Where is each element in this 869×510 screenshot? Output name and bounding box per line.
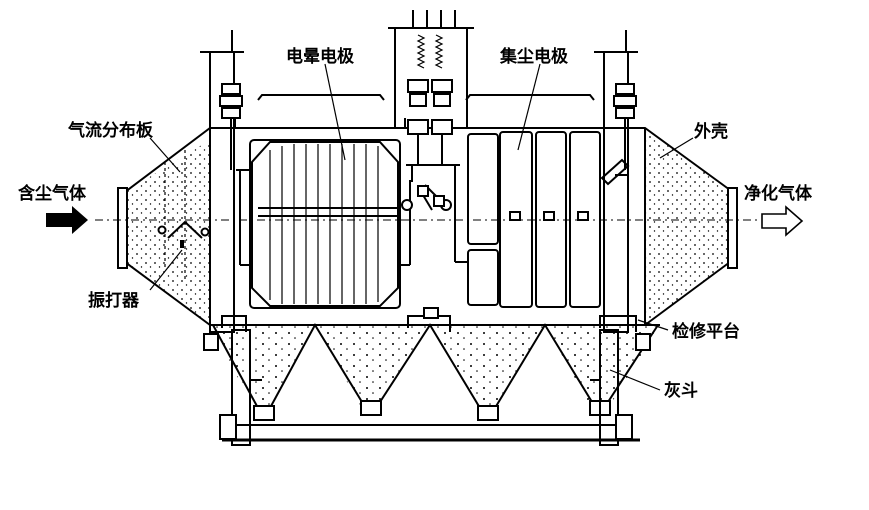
maintenance-platforms: [203, 307, 651, 351]
label-rapper: 振打器: [88, 290, 140, 311]
ash-hoppers: [210, 322, 660, 421]
label-ash-hopper: 灰斗: [664, 380, 698, 401]
label-gas-distribution-plate: 气流分布板: [67, 120, 154, 141]
high-voltage-tower: [388, 10, 474, 166]
inlet-arrow-icon: [46, 206, 88, 234]
label-corona-electrode: 电晕电极: [286, 46, 354, 67]
label-clean-gas: 净化气体: [744, 183, 813, 204]
leader-lines: [149, 63, 694, 391]
label-dusty-gas: 含尘气体: [18, 183, 87, 204]
collecting-electrode-plates: [454, 131, 630, 320]
support-frame: [219, 329, 640, 446]
gas-distribution-plate: [157, 150, 210, 280]
rapping-mechanism: [401, 165, 456, 211]
corona-electrode-frame: [236, 139, 411, 309]
label-maintenance-platform: 检修平台: [672, 321, 740, 342]
label-shell: 外壳: [694, 121, 728, 142]
label-collecting-electrode: 集尘电极: [499, 46, 568, 67]
outlet-arrow-icon: [761, 205, 804, 237]
